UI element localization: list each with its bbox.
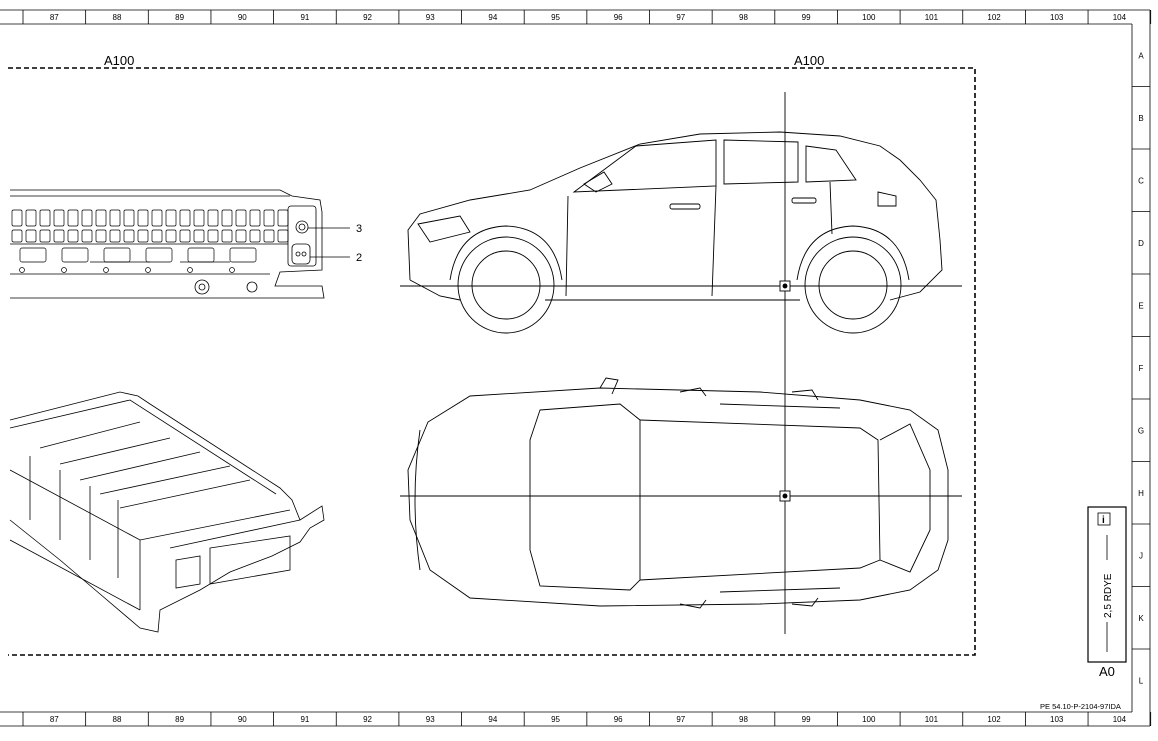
column-label: 87 (50, 715, 59, 724)
column-label: 89 (175, 715, 184, 724)
component-label-right: A100 (794, 53, 824, 68)
component-label-left: A100 (104, 53, 134, 68)
connector-2 (291, 243, 311, 265)
column-label: 95 (551, 715, 560, 724)
column-label: 104 (1113, 715, 1127, 724)
ground-label: A0 (1099, 664, 1115, 679)
column-label: 93 (426, 715, 435, 724)
column-label: 97 (676, 715, 685, 724)
column-label: 92 (363, 13, 372, 22)
column-label: 99 (802, 13, 811, 22)
wire-legend-box: i 2,5 RDYE (1087, 506, 1127, 663)
battery-isometric-view (9, 391, 325, 633)
column-label: 96 (614, 13, 623, 22)
column-label: 101 (925, 13, 939, 22)
row-label: B (1138, 114, 1143, 123)
column-label: 87 (50, 13, 59, 22)
callout-3: 3 (356, 223, 362, 235)
column-label: 93 (426, 13, 435, 22)
battery-side-view (10, 189, 325, 299)
row-label: E (1138, 301, 1143, 310)
vehicle-top-view (407, 377, 949, 609)
callout-2: 2 (356, 252, 362, 264)
row-label: K (1138, 614, 1144, 623)
column-label: 101 (925, 715, 939, 724)
column-label: 104 (1113, 13, 1127, 22)
column-label: 102 (987, 13, 1001, 22)
column-label: 90 (238, 715, 247, 724)
column-label: 95 (551, 13, 560, 22)
column-label: 91 (300, 715, 309, 724)
column-label: 89 (175, 13, 184, 22)
vehicle-side-view (407, 131, 943, 334)
column-label: 92 (363, 715, 372, 724)
row-label: L (1139, 676, 1144, 685)
column-label: 98 (739, 13, 748, 22)
column-label: 90 (238, 13, 247, 22)
column-label: 103 (1050, 13, 1064, 22)
reference-lines (400, 92, 962, 634)
svg-text:i: i (1102, 515, 1105, 526)
row-label: A (1138, 51, 1144, 60)
row-label: H (1138, 489, 1144, 498)
document-code: PE 54.10-P-2104-97IDA (1040, 702, 1121, 711)
column-label: 91 (300, 13, 309, 22)
wire-spec-label: 2,5 RDYE (1103, 573, 1114, 618)
column-label: 99 (802, 715, 811, 724)
connector-3 (295, 220, 309, 234)
column-label: 98 (739, 715, 748, 724)
callout-lines (308, 227, 350, 258)
column-label: 100 (862, 13, 876, 22)
column-label: 97 (676, 13, 685, 22)
column-label: 94 (488, 13, 497, 22)
column-label: 100 (862, 715, 876, 724)
column-label: 94 (488, 715, 497, 724)
column-label: 88 (113, 13, 122, 22)
column-label: 88 (113, 715, 122, 724)
row-label: D (1138, 239, 1144, 248)
battery-cell-grid (11, 209, 289, 273)
row-label: J (1139, 551, 1143, 560)
info-icon: i (1097, 512, 1111, 526)
column-label: 103 (1050, 715, 1064, 724)
column-label: 96 (614, 715, 623, 724)
column-ruler-top: 87 88 89 90 91 92 93 94 95 96 97 98 99 100 101 102 103 10… (22, 10, 1152, 24)
column-label: 102 (987, 715, 1001, 724)
row-ruler-right: A B C D E F G H J K L (1132, 51, 1150, 685)
column-ruler-bottom: 87 88 89 90 91 92 93 94 95 96 97 98 99 100 101 102 103 10… (22, 712, 1152, 726)
row-label: C (1138, 176, 1144, 185)
row-label: G (1138, 426, 1144, 435)
sheet-frame (0, 9, 1151, 727)
row-label: F (1139, 364, 1144, 373)
component-boundary (8, 67, 976, 656)
